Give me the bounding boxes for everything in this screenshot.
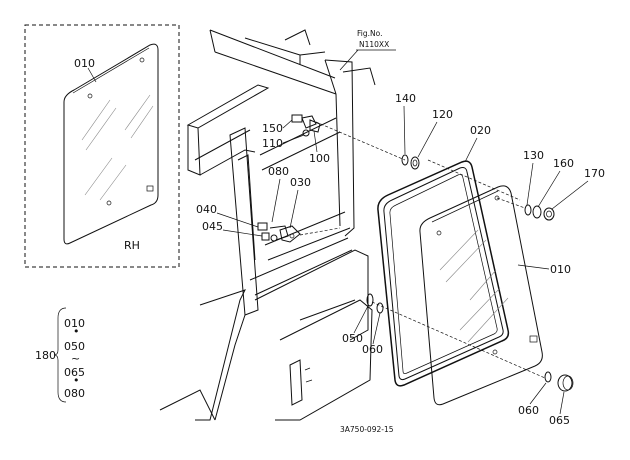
assembly-sep-1: • [73, 325, 80, 338]
fasteners-right [524, 204, 555, 221]
callout-045: 045 [202, 220, 223, 233]
callout-130: 130 [523, 149, 544, 162]
callout-160: 160 [553, 157, 574, 170]
assembly-sep-3: • [73, 374, 80, 387]
assembly-number: 180 [35, 349, 56, 362]
hinge-lower [257, 222, 341, 243]
callout-060-upper: 060 [362, 343, 383, 356]
callout-060-lower: 060 [518, 404, 539, 417]
assembly-item-2: 050 [64, 340, 85, 353]
callout-020: 020 [470, 124, 491, 137]
inset-side-label: RH [124, 239, 140, 252]
fasteners-bottom [544, 371, 574, 392]
assembly-item-3: 065 [64, 366, 85, 379]
callout-050: 050 [342, 332, 363, 345]
assembly-sep-2: ~ [71, 352, 80, 365]
callout-080: 080 [268, 165, 289, 178]
fig-no-label: Fig.No. [357, 29, 382, 38]
inset-label-010: 010 [74, 57, 95, 70]
drawing-code: 3A750-092-15 [340, 425, 394, 434]
callout-100: 100 [309, 152, 330, 165]
callout-065: 065 [549, 414, 570, 427]
fasteners-top [401, 154, 420, 170]
inset-rh-window [24, 24, 180, 268]
window-seal-frame [377, 160, 510, 387]
leader-lines [371, 159, 546, 379]
fig-number-block: Fig.No. N110XX [339, 29, 396, 71]
cab-frame [159, 29, 376, 421]
callout-030: 030 [290, 176, 311, 189]
callout-040: 040 [196, 203, 217, 216]
callout-140: 140 [395, 92, 416, 105]
assembly-item-4: 080 [64, 387, 85, 400]
assembly-group-180: 180 010 • 050 ~ 065 • 080 [35, 307, 85, 403]
callout-150: 150 [262, 122, 283, 135]
glass-pane [419, 185, 543, 406]
assembly-item-1: 010 [64, 317, 85, 330]
callout-120: 120 [432, 108, 453, 121]
callout-110: 110 [262, 137, 283, 150]
callout-170: 170 [584, 167, 605, 180]
fasteners-left [366, 293, 384, 314]
callout-010: 010 [550, 263, 571, 276]
fig-no-value: N110XX [359, 40, 389, 49]
hinge-upper [291, 114, 406, 161]
